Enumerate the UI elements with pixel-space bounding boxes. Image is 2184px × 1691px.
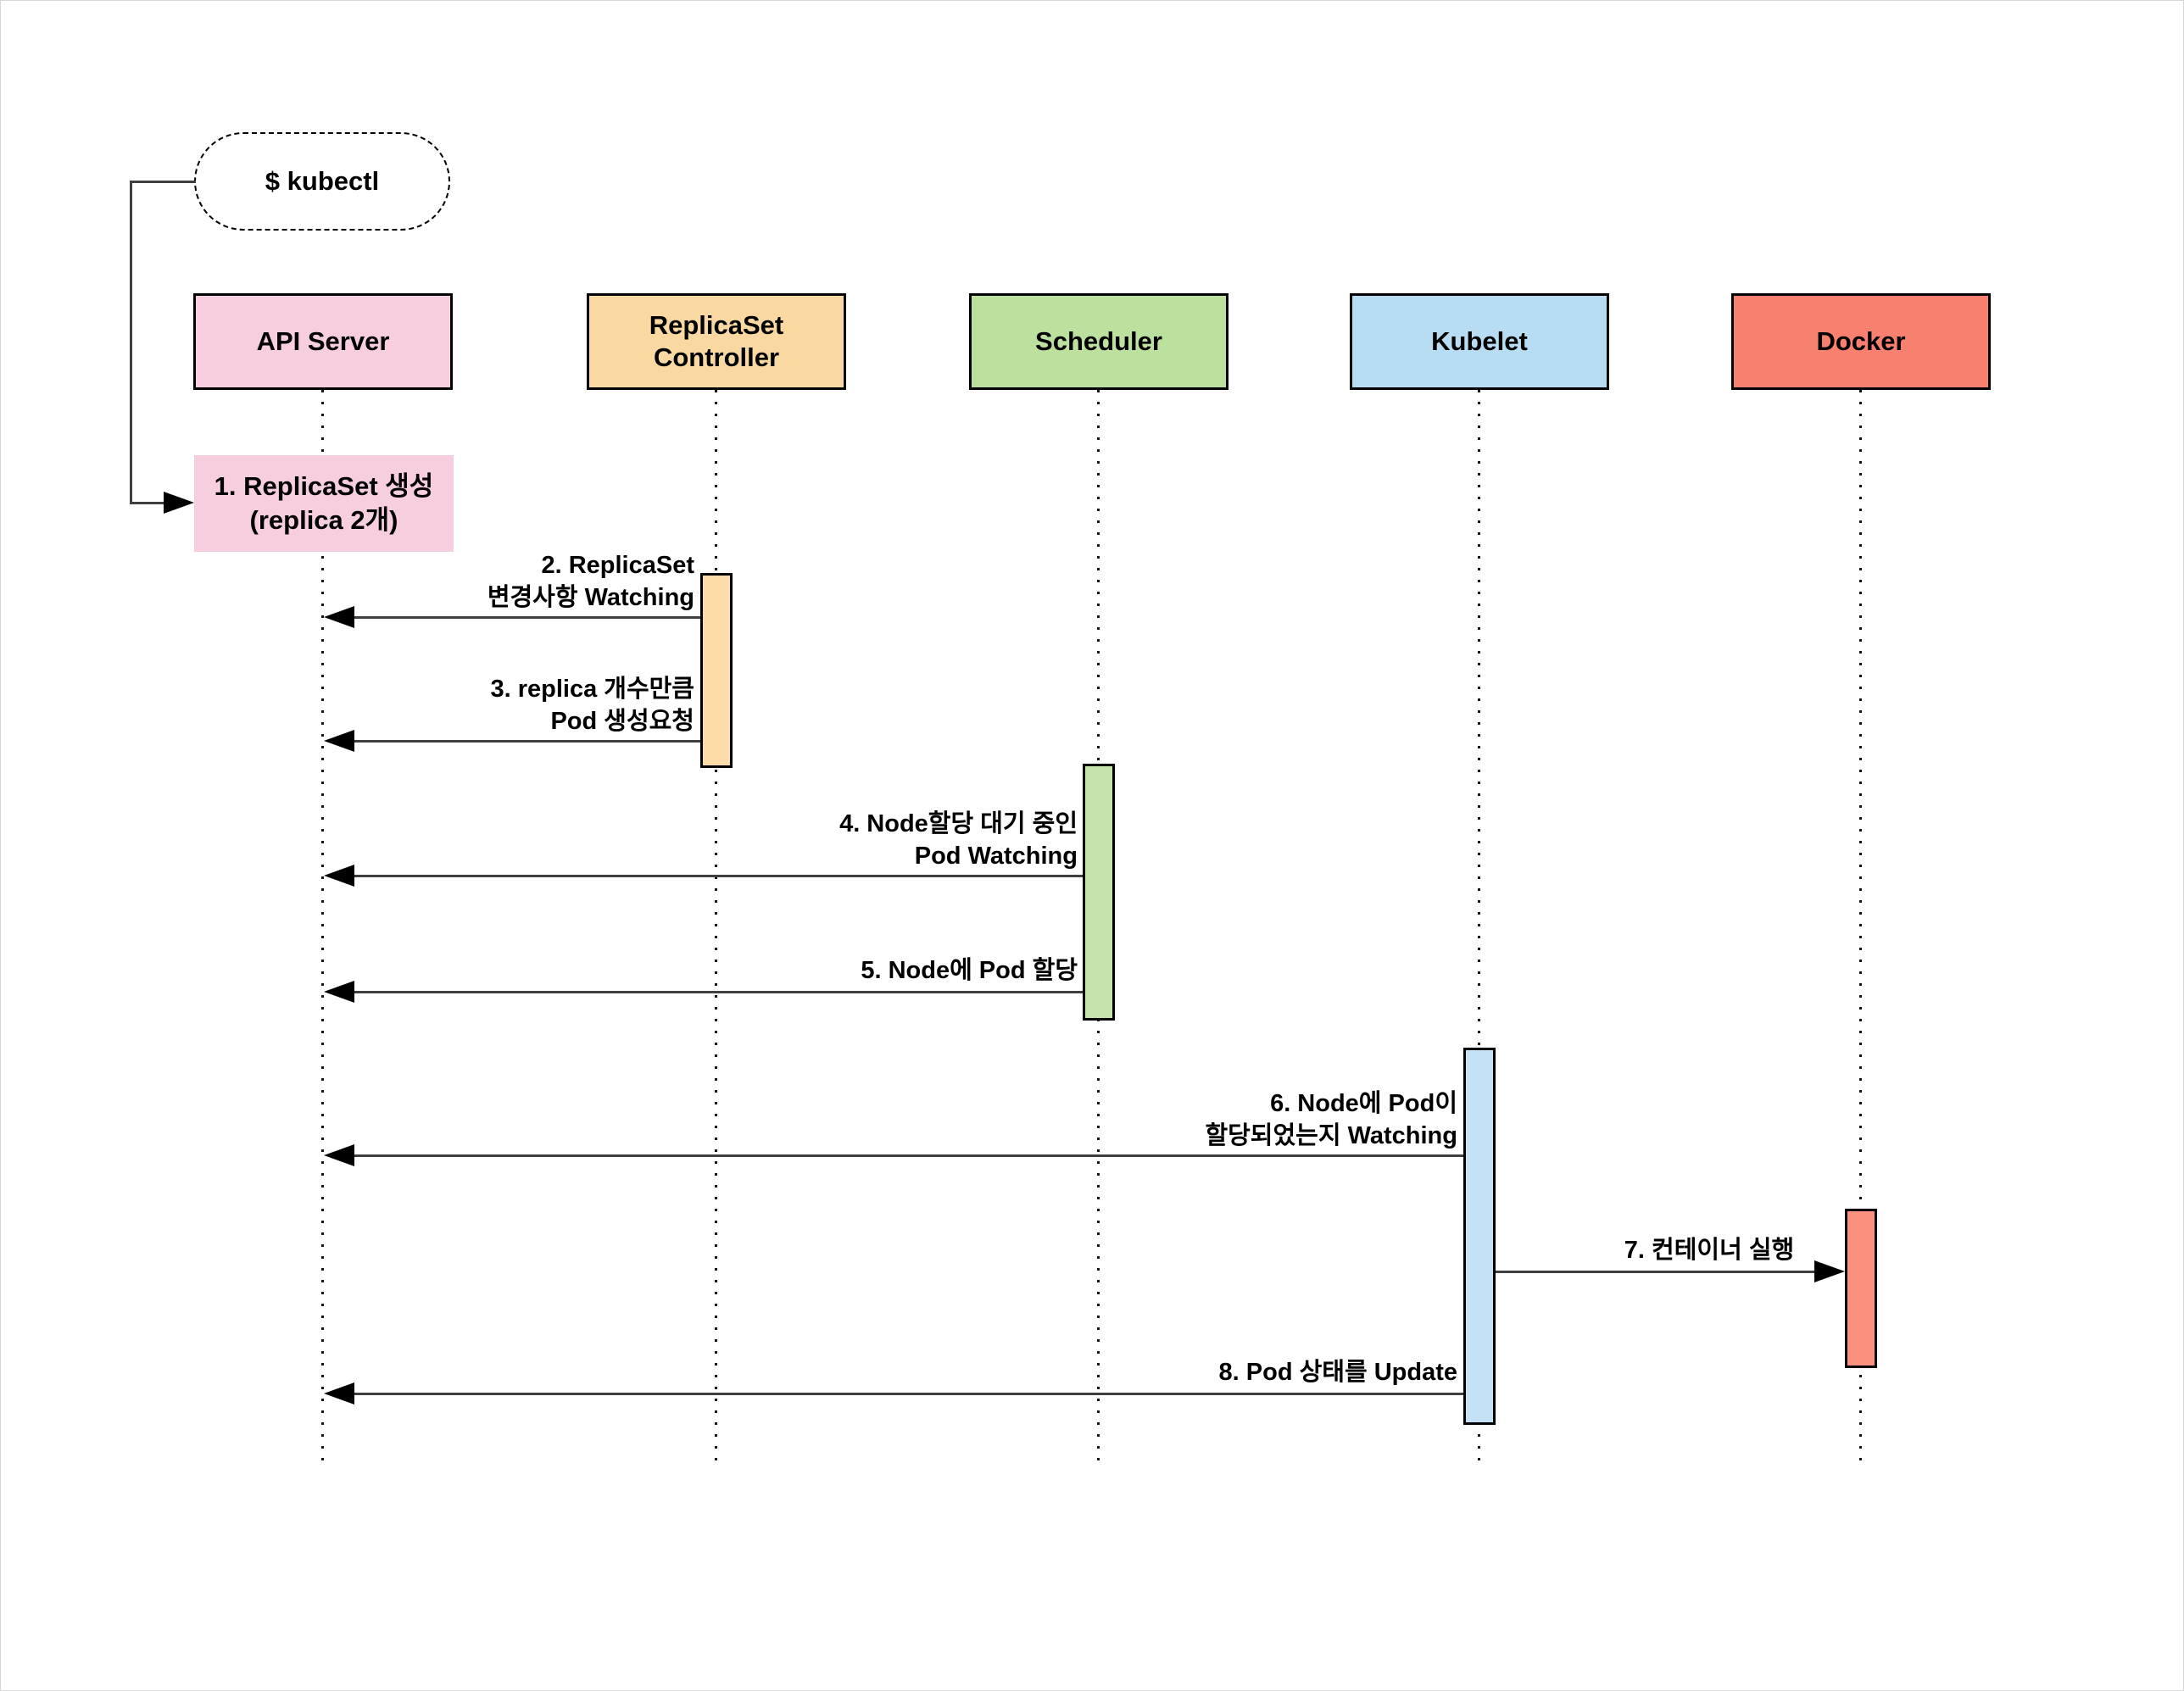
activation-bar-scheduler xyxy=(1083,764,1115,1021)
message-4-label: 4. Node할당 대기 중인 Pod Watching xyxy=(839,810,1078,870)
message-7-label: 7. 컨테이너 실행 xyxy=(1624,1237,1795,1264)
actor-kubelet: Kubelet xyxy=(1350,293,1609,390)
lifeline-api-server xyxy=(321,390,324,1463)
message-6-label: 6. Node에 Pod이 할당되었는지 Watching xyxy=(1205,1090,1457,1149)
arrowhead-right-icon xyxy=(164,492,194,514)
note-step1-line1: 1. ReplicaSet 생성 xyxy=(214,471,434,501)
kubectl-node: $ kubectl xyxy=(194,132,450,231)
actor-docker-label: Docker xyxy=(1816,326,1906,356)
activation-bar-docker xyxy=(1845,1209,1877,1368)
message-2-arrow xyxy=(347,616,700,619)
activation-bar-replicaset-controller xyxy=(700,573,733,768)
message-3-label: 3. replica 개수만큼 Pod 생성요청 xyxy=(490,676,694,735)
note-step1-line2: (replica 2개) xyxy=(249,505,398,535)
arrowhead-left-icon xyxy=(324,606,354,628)
arrowhead-left-icon xyxy=(324,865,354,887)
message-5-label: 5. Node에 Pod 할당 xyxy=(861,957,1078,984)
kubectl-label: $ kubectl xyxy=(265,166,380,196)
message-4-arrow xyxy=(347,875,1083,877)
actor-api-server-label: API Server xyxy=(256,326,390,356)
kubectl-connector-vertical xyxy=(130,181,132,503)
lifeline-kubelet xyxy=(1478,390,1480,1463)
arrowhead-left-icon xyxy=(324,1144,354,1166)
actor-api-server: API Server xyxy=(193,293,453,390)
arrowhead-left-icon xyxy=(324,730,354,752)
message-7-arrow xyxy=(1496,1271,1819,1273)
actor-replicaset-controller: ReplicaSet Controller xyxy=(587,293,846,390)
arrowhead-left-icon xyxy=(324,981,354,1003)
message-8-label: 8. Pod 상태를 Update xyxy=(1218,1359,1457,1386)
message-2-label: 2. ReplicaSet 변경사항 Watching xyxy=(487,552,694,611)
arrowhead-right-icon xyxy=(1814,1260,1845,1282)
actor-replicaset-controller-label: ReplicaSet Controller xyxy=(649,310,784,372)
actor-scheduler-label: Scheduler xyxy=(1035,326,1162,356)
message-3-arrow xyxy=(347,740,700,743)
actor-kubelet-label: Kubelet xyxy=(1431,326,1528,356)
actor-scheduler: Scheduler xyxy=(969,293,1228,390)
message-8-arrow xyxy=(347,1393,1463,1395)
arrowhead-left-icon xyxy=(324,1382,354,1405)
activation-bar-kubelet xyxy=(1463,1048,1496,1425)
note-step1: 1. ReplicaSet 생성 (replica 2개) xyxy=(194,455,454,552)
message-5-arrow xyxy=(347,991,1083,993)
kubectl-connector-top xyxy=(130,181,196,183)
kubectl-connector-bottom xyxy=(130,502,167,504)
actor-docker: Docker xyxy=(1731,293,1991,390)
lifeline-replicaset-controller xyxy=(715,390,717,1463)
lifeline-docker xyxy=(1859,390,1862,1463)
message-6-arrow xyxy=(347,1154,1463,1157)
